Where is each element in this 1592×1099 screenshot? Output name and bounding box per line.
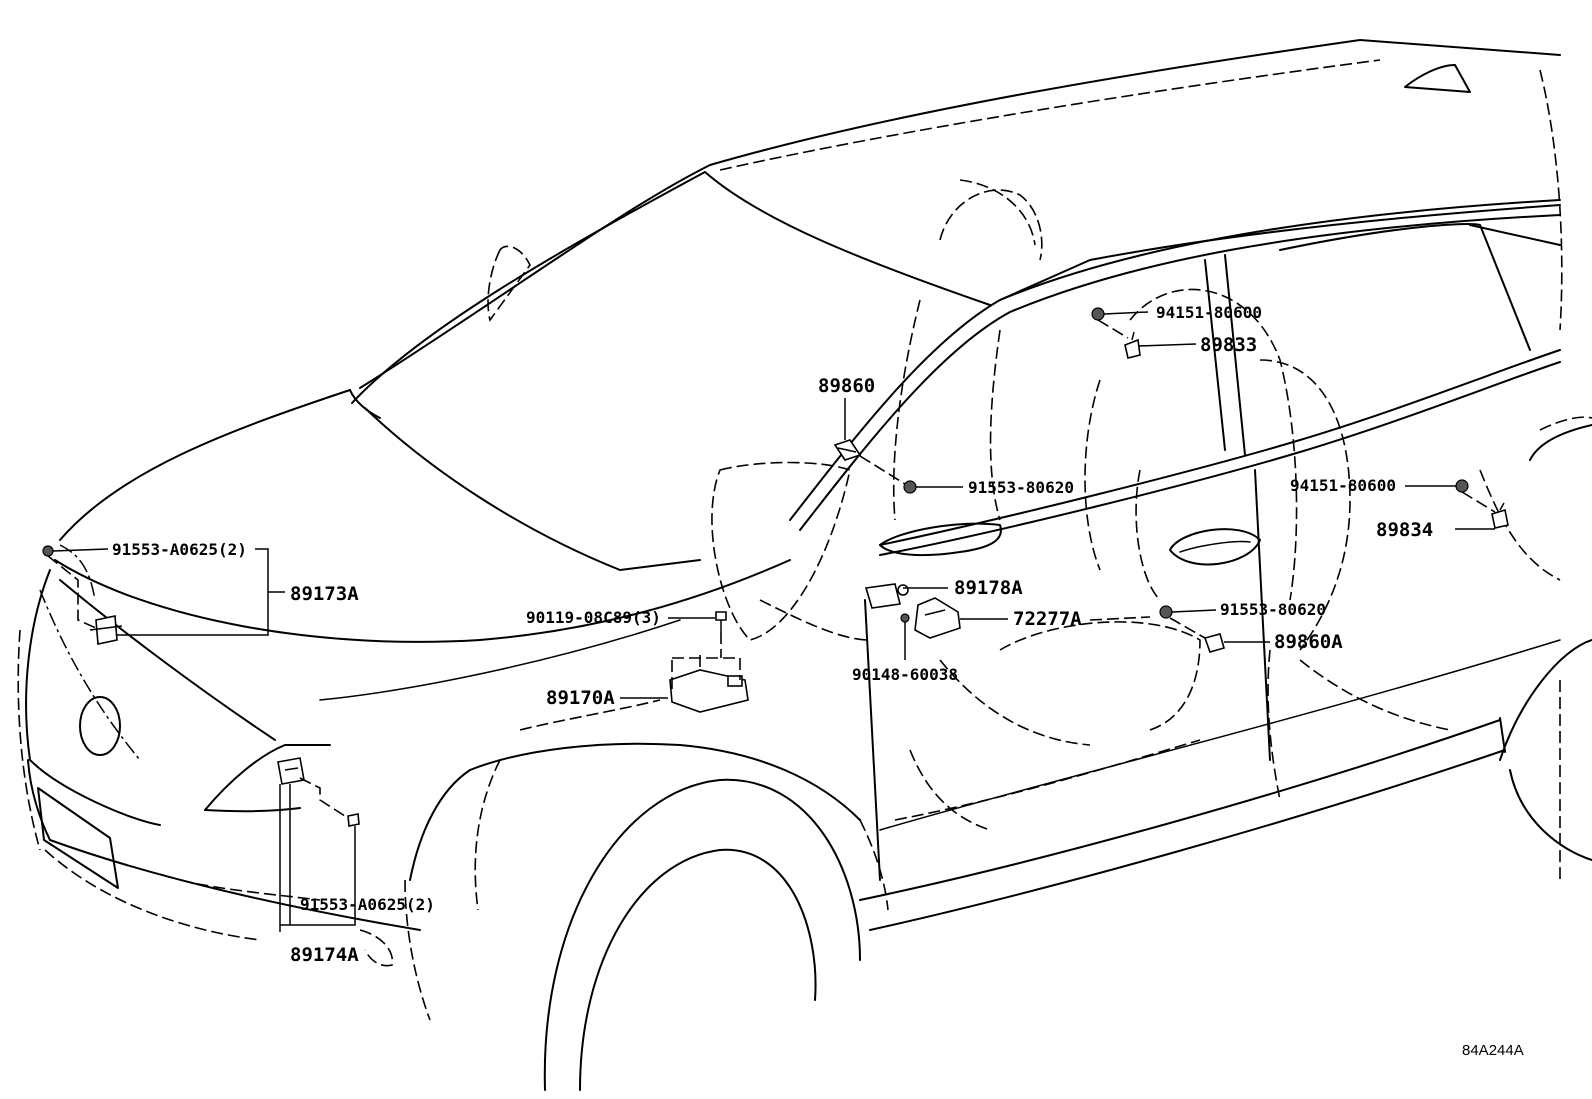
label-89833: 89833 [1200,334,1257,356]
nut-94151-right-icon [1455,479,1469,493]
sensor-89860-icon [833,439,862,461]
label-89173a: 89173A [290,583,359,605]
bolt-91553-a0625-bot-icon [347,813,360,827]
nut-94151-top-icon [1091,307,1105,321]
nut-91553-80620-top-icon [903,480,917,494]
label-89178a: 89178A [954,577,1023,599]
figure-code: 84A244A [1462,1042,1524,1059]
label-89174a: 89174A [290,944,359,966]
label-89860: 89860 [818,375,875,397]
screw-90148-icon [900,613,910,623]
car-body-solid-lines [25,39,1592,1091]
label-91553-80620-top: 91553-80620 [968,478,1074,497]
label-91553-a0625-top: 91553-A0625(2) [112,540,247,559]
sensor-89174a-icon [277,757,305,785]
label-89834: 89834 [1376,519,1433,541]
label-91553-80620-bot: 91553-80620 [1220,600,1326,619]
label-90119: 90119-08C89(3) [526,608,661,627]
label-89170a: 89170A [546,687,615,709]
ecu-89170a-icon [669,632,749,713]
bolt-91553-a0625-top-icon [42,545,54,557]
label-94151-right: 94151-80600 [1290,476,1396,495]
sensor-89173a-icon [89,615,123,645]
sensor-89860a-icon [1203,633,1225,653]
label-72277a: 72277A [1013,608,1082,630]
label-94151-top: 94151-80600 [1156,303,1262,322]
hidden-dashed-lines [17,59,1592,1021]
part-labels: 94151-80600 89833 89860 91553-80620 9415… [112,303,1524,1059]
bolt-90119-icon [715,611,727,632]
sensor-89178a-icon [864,583,909,609]
bracket-72277a-icon [914,597,961,639]
sensor-89834-icon [1491,502,1509,529]
label-89860a: 89860A [1274,631,1343,653]
leader-lines [47,311,1496,932]
nut-91553-80620-bot-icon [1159,605,1173,619]
label-91553-a0625-bot: 91553-A0625(2) [300,895,435,914]
sensor-89833-icon [1124,331,1141,359]
label-90148: 90148-60038 [852,665,958,684]
